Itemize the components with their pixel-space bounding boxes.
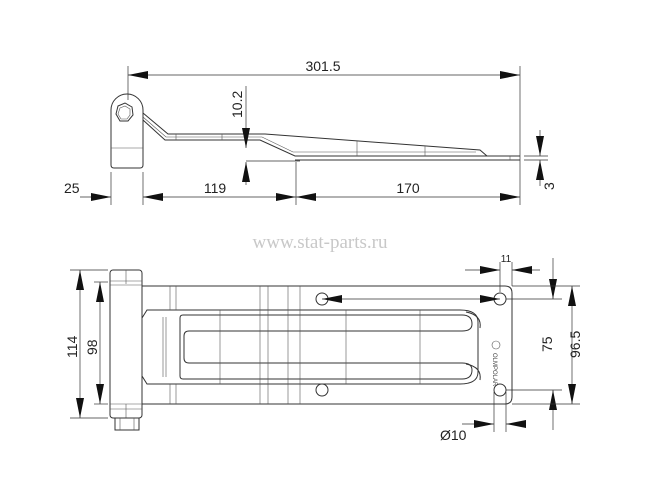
dim-hole-spacing: 75: [539, 336, 555, 352]
dim-hole-diameter: Ø10: [440, 427, 467, 443]
dim-knuckle-width: 25: [64, 180, 80, 196]
mount-hole: [315, 383, 329, 397]
hex-pin-icon: [115, 102, 134, 122]
top-view-part: OLMPOLAR: [109, 269, 513, 431]
logo-text: OLMPOLAR: [491, 353, 497, 387]
dim-end-height: 96.5: [567, 331, 583, 358]
watermark: www.stat-parts.ru: [253, 232, 388, 253]
dim-thickness: 3: [541, 182, 557, 190]
dim-total-height: 114: [64, 335, 80, 358]
dim-flat-length: 170: [396, 180, 420, 196]
bolt-end: [114, 417, 140, 431]
dim-bend-length: 119: [204, 180, 227, 196]
side-view-part: [110, 93, 520, 169]
dim-overall-length: 301.5: [305, 58, 340, 74]
dim-hole-edge-offset: 11: [501, 254, 512, 265]
dim-plate-height: 98: [84, 339, 100, 355]
top-view-dimensions: 114 98 11 75 96.5 Ø10: [64, 254, 583, 443]
manufacturer-logo: OLMPOLAR: [491, 340, 501, 387]
dim-offset-height: 10.2: [229, 91, 245, 118]
side-view-dimensions: 301.5 10.2 25 119 170 3: [64, 58, 557, 205]
